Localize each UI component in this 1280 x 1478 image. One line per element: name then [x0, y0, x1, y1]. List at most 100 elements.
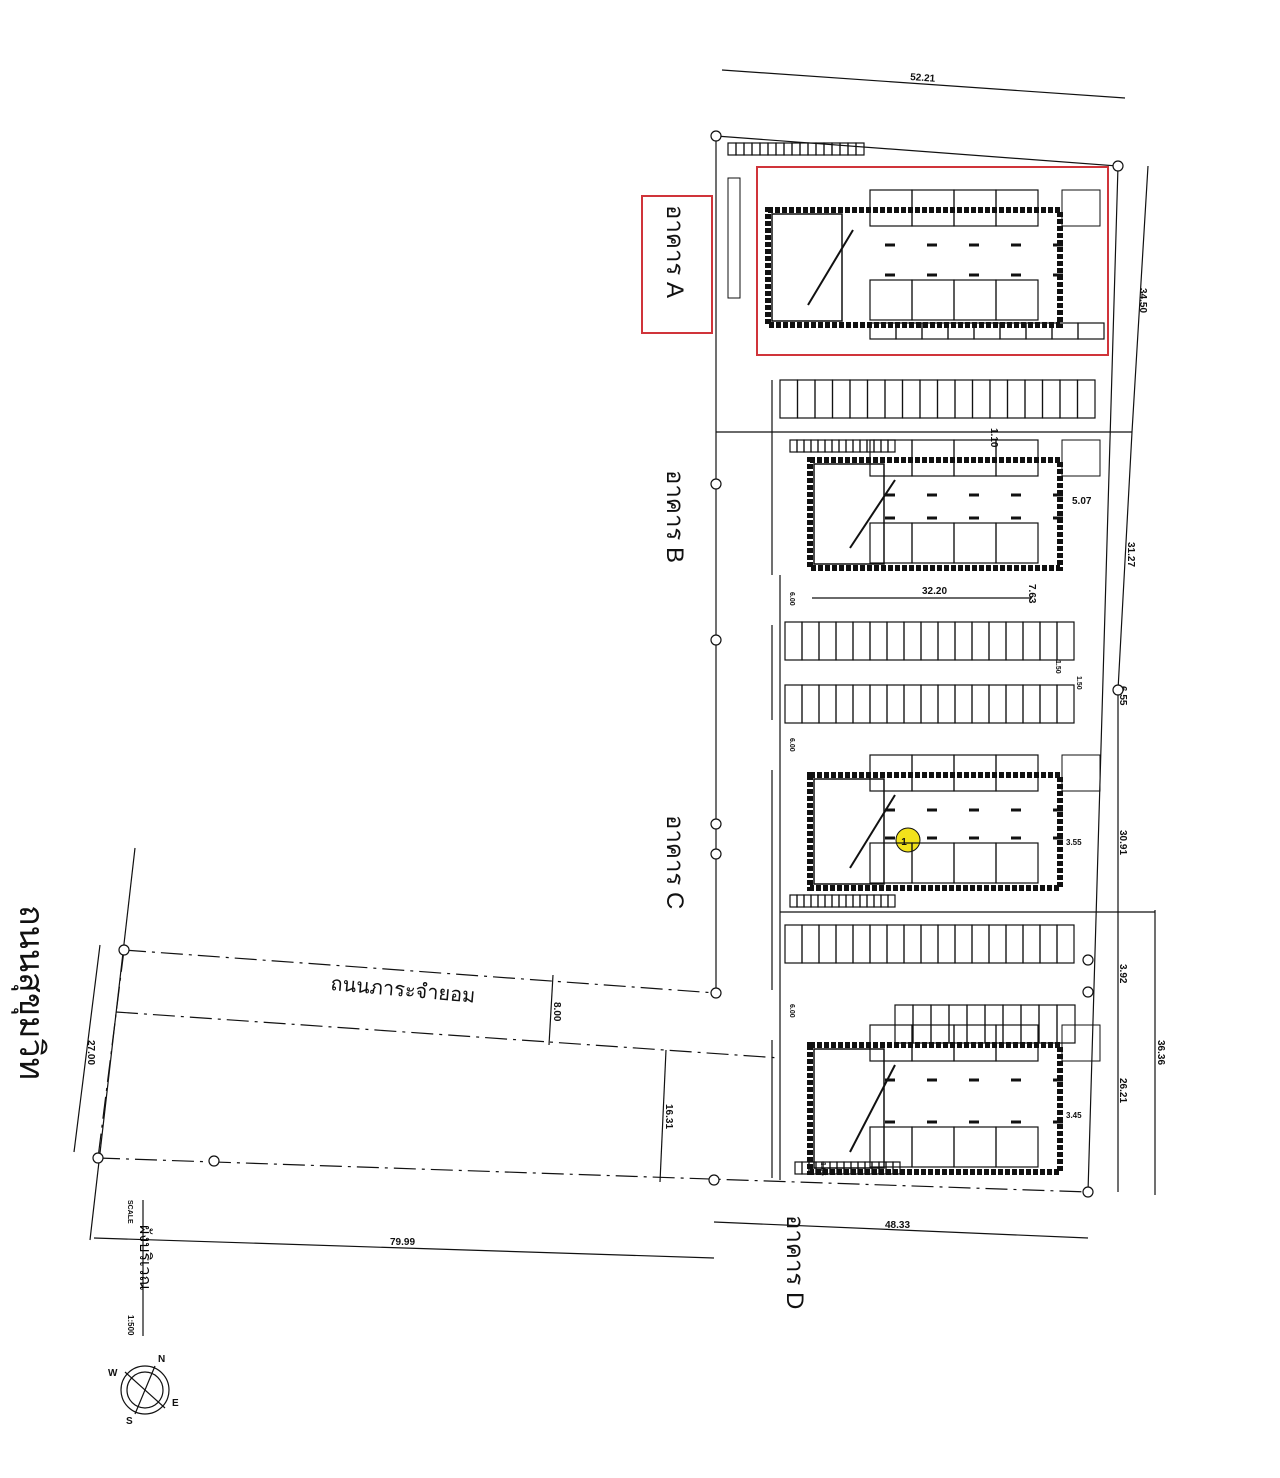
survey-pin	[1082, 986, 1094, 998]
bicycle-rack	[887, 439, 896, 453]
parking-stall	[989, 379, 1009, 419]
survey-pin	[710, 987, 722, 999]
parking-stall	[866, 379, 886, 419]
survey-pin	[708, 1174, 720, 1186]
dim-side-b: 5.07	[1072, 496, 1092, 507]
ramp	[849, 479, 896, 549]
bicycle-rack	[887, 894, 896, 908]
parking-stall	[801, 924, 820, 964]
parking-stall	[886, 924, 905, 964]
dim-right-cd: 36.36	[1155, 1040, 1166, 1065]
bicycle-rack	[743, 142, 753, 156]
dim-bottom-total: 79.99	[390, 1237, 415, 1248]
bicycle-rack	[824, 439, 833, 453]
bicycle-rack	[873, 894, 882, 908]
dim-right-a: 34.50	[1137, 288, 1148, 313]
bicycle-rack	[775, 142, 785, 156]
building-outline	[807, 772, 1063, 891]
parking-stall	[1039, 684, 1058, 724]
building-a-label-box	[641, 195, 713, 334]
parking-stall	[869, 522, 913, 564]
parking-stall	[1039, 621, 1058, 661]
survey-pin	[208, 1155, 220, 1167]
site-geometry	[73, 69, 1156, 1259]
survey-pin	[92, 1152, 104, 1164]
labels: อาคาร A อาคาร B อาคาร C อาคาร D ถนนภาระจ…	[11, 205, 907, 1336]
parking-stall	[1022, 924, 1041, 964]
ramp	[849, 1064, 896, 1153]
parking-stall	[835, 621, 854, 661]
compass-inner	[126, 1371, 164, 1409]
dim-right-b: 31.27	[1125, 542, 1136, 567]
bicycle-rack	[845, 439, 854, 453]
parking-stall	[920, 684, 939, 724]
easement-edge-north	[123, 949, 717, 994]
parking-stall	[937, 924, 956, 964]
parking-stall	[1051, 322, 1079, 340]
site-boundary-south	[97, 1157, 1089, 1193]
parking-stall	[869, 924, 888, 964]
bicycle-rack	[727, 177, 741, 299]
bicycle-rack	[824, 894, 833, 908]
building-outline	[807, 1042, 1063, 1175]
dimension-labels: 52.21 34.50 31.27 6.55 30.91 36.36 26.21…	[85, 72, 1166, 1248]
parking-stall	[869, 684, 888, 724]
parking-stall	[971, 621, 990, 661]
parking-stall	[1077, 322, 1105, 340]
dim-right-gap: 6.55	[1117, 686, 1128, 706]
parking-stall	[953, 522, 997, 564]
survey-pin	[1112, 684, 1124, 696]
parking-stall	[1059, 379, 1079, 419]
dim-line-road	[73, 944, 101, 1153]
parking-stall	[796, 379, 816, 419]
dim-line-top	[721, 69, 1126, 99]
bicycle-rack	[803, 439, 812, 453]
bicycle-rack	[845, 894, 854, 908]
dim-right-d: 26.21	[1117, 1078, 1128, 1103]
parking-stall	[936, 379, 956, 419]
dim-line-bottom-total	[93, 1237, 715, 1259]
parking-stall	[971, 684, 990, 724]
parking-stall	[1056, 1004, 1076, 1044]
parking-stall	[779, 379, 799, 419]
parking-stall	[995, 842, 1039, 884]
bicycle-rack	[735, 142, 745, 156]
parking-stall	[930, 1004, 950, 1044]
parking-stall	[869, 279, 913, 321]
parking-stall	[835, 924, 854, 964]
parking-stall	[971, 379, 991, 419]
bicycle-rack	[852, 439, 861, 453]
stair-core	[813, 778, 885, 885]
parking-stall	[953, 279, 997, 321]
bicycle-rack	[817, 894, 826, 908]
parking-stall	[988, 924, 1007, 964]
bicycle-rack	[807, 142, 817, 156]
compass: N S E W	[108, 1354, 179, 1427]
parking-stall	[954, 379, 974, 419]
survey-pin	[710, 130, 722, 142]
building-outline	[765, 207, 1063, 328]
parking-stall	[911, 842, 955, 884]
parking-stall	[911, 1126, 955, 1168]
parking-stall	[995, 754, 1039, 792]
easement-edge-south	[115, 1011, 781, 1059]
bicycle-rack	[815, 142, 825, 156]
parking-stall	[1005, 621, 1024, 661]
dim-drive-2: 6.00	[788, 738, 795, 752]
compass-w: W	[108, 1368, 118, 1379]
compass-arrow-icon	[134, 1365, 156, 1415]
bicycle-rack	[789, 439, 798, 453]
buildings	[92, 130, 1124, 1198]
dim-top: 52.21	[910, 72, 936, 85]
parking-stall	[818, 684, 837, 724]
parking-stall	[903, 621, 922, 661]
parking-stall	[995, 522, 1039, 564]
parking-stall	[937, 684, 956, 724]
bicycle-rack	[803, 894, 812, 908]
parking-stall	[954, 621, 973, 661]
parking-stall	[1056, 621, 1075, 661]
parking-stall	[1039, 924, 1058, 964]
parking-stall	[801, 684, 820, 724]
parking-stall	[1061, 439, 1101, 477]
parking-stall	[911, 279, 955, 321]
